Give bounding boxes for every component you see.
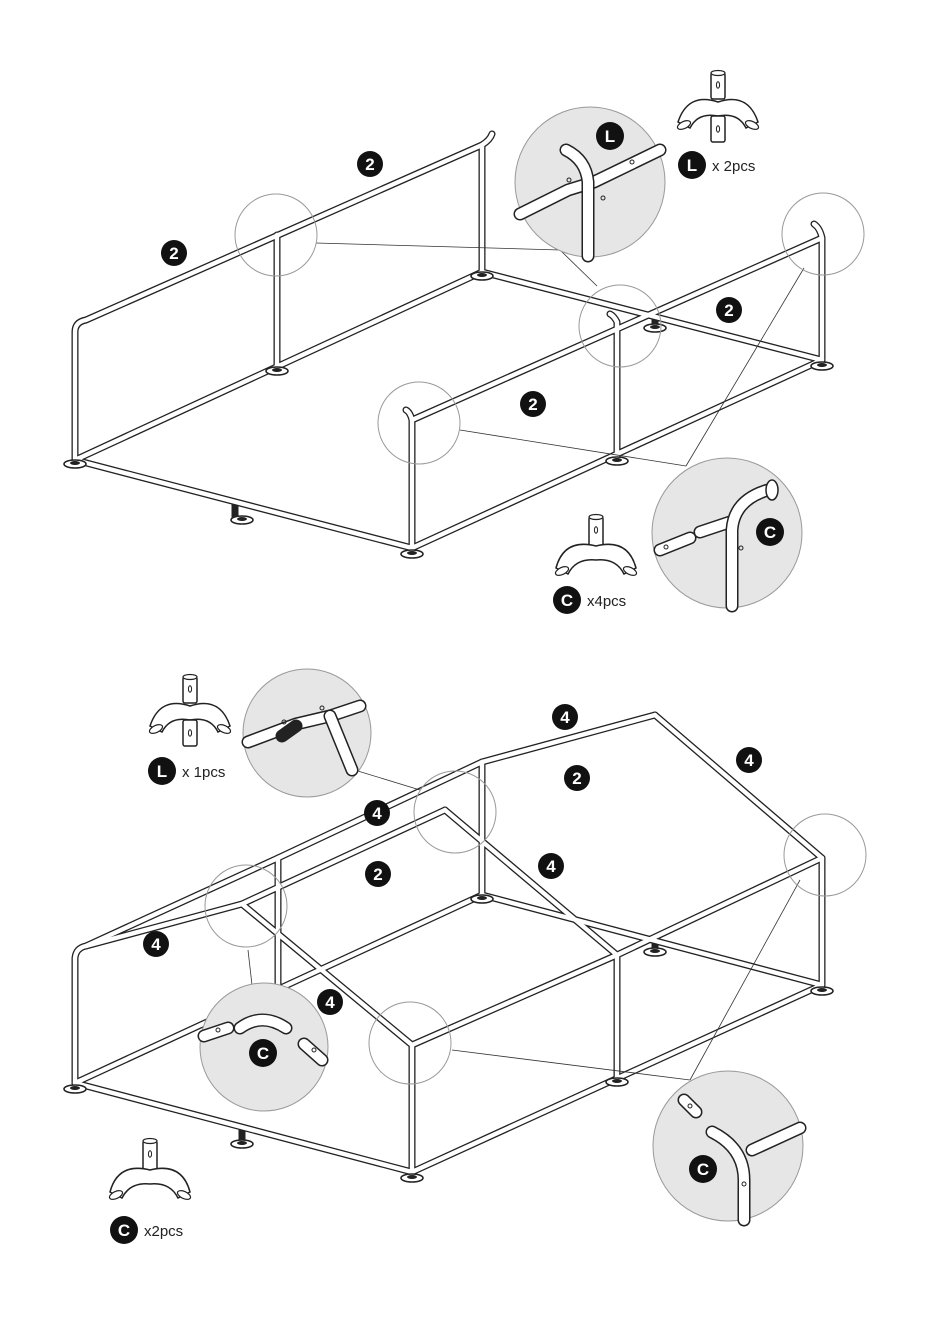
svg-text:C: C — [764, 523, 776, 542]
pipe-badge: 2 — [365, 861, 391, 887]
svg-text:C: C — [118, 1221, 130, 1240]
detail-badge-c: C — [249, 1039, 277, 1067]
pipe-badge: 2 — [564, 765, 590, 791]
svg-text:2: 2 — [373, 865, 382, 884]
svg-text:x 1pcs: x 1pcs — [182, 764, 225, 781]
svg-text:L: L — [157, 762, 167, 781]
part-label-l: L x 2pcs — [678, 151, 755, 179]
svg-text:C: C — [561, 591, 573, 610]
svg-text:C: C — [257, 1044, 269, 1063]
pipe-badge: 2 — [520, 391, 546, 417]
svg-text:4: 4 — [372, 804, 382, 823]
detail-badge-l: L — [596, 122, 624, 150]
detail-badge-c: C — [689, 1155, 717, 1183]
svg-text:2: 2 — [528, 395, 537, 414]
connector-l-icon — [148, 675, 232, 747]
pipe-badge: 2 — [716, 297, 742, 323]
svg-text:2: 2 — [169, 244, 178, 263]
pipe-badge: 4 — [736, 747, 762, 773]
step-bottom-loupe-l — [243, 669, 371, 797]
detail-badge-c: C — [756, 518, 784, 546]
pipe-badge: 4 — [364, 800, 390, 826]
svg-text:2: 2 — [365, 155, 374, 174]
svg-text:2: 2 — [572, 769, 581, 788]
step-bottom-pipe-badges: 4 4 2 4 2 4 4 4 — [143, 704, 762, 1015]
part-label-c: C x4pcs — [553, 586, 626, 614]
svg-text:L: L — [605, 127, 615, 146]
svg-text:4: 4 — [151, 935, 161, 954]
pipe-badge: 2 — [357, 151, 383, 177]
pipe-badge: 4 — [538, 853, 564, 879]
svg-text:x2pcs: x2pcs — [144, 1223, 183, 1240]
svg-text:C: C — [697, 1160, 709, 1179]
pipe-badge: 4 — [552, 704, 578, 730]
svg-text:4: 4 — [325, 993, 335, 1012]
step-bottom-loupe-c-right — [653, 1071, 803, 1221]
part-label-c: C x2pcs — [110, 1216, 183, 1244]
connector-c-icon — [554, 515, 638, 578]
connector-l-icon — [676, 71, 760, 143]
connector-c-icon — [108, 1139, 192, 1202]
pipe-badge: 4 — [143, 931, 169, 957]
part-label-l: L x 1pcs — [148, 757, 225, 785]
pipe-badge: 2 — [161, 240, 187, 266]
svg-text:4: 4 — [546, 857, 556, 876]
svg-text:2: 2 — [724, 301, 733, 320]
svg-text:L: L — [687, 156, 697, 175]
svg-text:4: 4 — [744, 751, 754, 770]
svg-text:x4pcs: x4pcs — [587, 593, 626, 610]
step-top-loupe-l — [515, 107, 665, 257]
svg-text:x 2pcs: x 2pcs — [712, 158, 755, 175]
svg-text:4: 4 — [560, 708, 570, 727]
pipe-badge: 4 — [317, 989, 343, 1015]
